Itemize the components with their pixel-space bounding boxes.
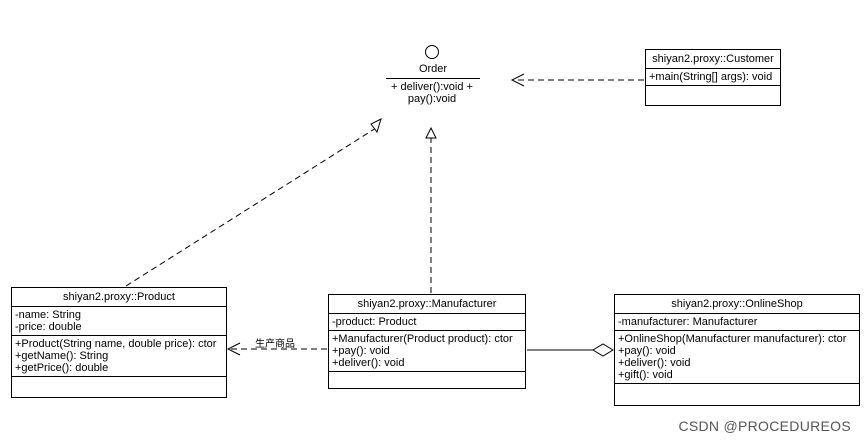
- interface-operations: + deliver():void + pay():void: [382, 79, 482, 105]
- class-name: shiyan2.proxy::Manufacturer: [329, 295, 525, 314]
- empty-section: [646, 86, 780, 102]
- attribute: -name: String: [15, 309, 82, 321]
- operation: +Manufacturer(Product product): ctor: [332, 333, 513, 345]
- empty-section: [329, 372, 525, 388]
- operations-section: +OnlineShop(Manufacturer manufacturer): …: [615, 331, 859, 384]
- operation: +getPrice(): double: [15, 362, 109, 374]
- class-manufacturer[interactable]: shiyan2.proxy::Manufacturer -product: Pr…: [328, 294, 526, 389]
- operation: +OnlineShop(Manufacturer manufacturer): …: [618, 333, 847, 345]
- empty-section: [12, 377, 226, 395]
- realization-product-order: [125, 127, 377, 287]
- operations-section: +Manufacturer(Product product): ctor +pa…: [329, 331, 525, 372]
- open-arrowhead-customer-order: [510, 73, 525, 87]
- empty-section: [615, 384, 859, 400]
- attribute: -product: Product: [332, 316, 417, 328]
- class-product[interactable]: shiyan2.proxy::Product -name: String -pr…: [11, 287, 227, 398]
- interface-operation: + pay():void: [407, 81, 473, 105]
- operation: +pay(): void: [618, 345, 676, 357]
- operation: +pay(): void: [332, 345, 390, 357]
- open-arrowhead-manufacturer-product: [226, 342, 241, 356]
- operation: +getName(): String: [15, 350, 109, 362]
- attribute: -price: double: [15, 321, 82, 333]
- operations-section: +Product(String name, double price): cto…: [12, 336, 226, 377]
- hollow-diamond-onlineshop: [592, 343, 614, 357]
- operation: +main(String[] args): void: [649, 71, 773, 83]
- attributes-section: -name: String -price: double: [12, 307, 226, 336]
- operation: +Product(String name, double price): cto…: [15, 338, 217, 350]
- class-name: shiyan2.proxy::OnlineShop: [615, 295, 859, 314]
- operations-section: +main(String[] args): void: [646, 69, 780, 86]
- operation: +gift(): void: [618, 369, 673, 381]
- class-name: shiyan2.proxy::Customer: [646, 50, 780, 69]
- interface-name: Order: [386, 63, 480, 79]
- interface-operation: + deliver():void: [391, 81, 464, 93]
- operation: +deliver(): void: [618, 357, 691, 369]
- attributes-section: -manufacturer: Manufacturer: [615, 314, 859, 331]
- hollow-triangle-product-order: [370, 118, 382, 134]
- class-customer[interactable]: shiyan2.proxy::Customer +main(String[] a…: [645, 49, 781, 106]
- class-name: shiyan2.proxy::Product: [12, 288, 226, 307]
- interface-circle-icon: [425, 45, 439, 59]
- interface-order[interactable]: Order + deliver():void + pay():void: [382, 45, 482, 105]
- operation: +deliver(): void: [332, 357, 405, 369]
- dependency-label: 生产商品: [255, 339, 295, 350]
- hollow-triangle-manufacturer-order: [425, 126, 437, 139]
- attributes-section: -product: Product: [329, 314, 525, 331]
- attribute: -manufacturer: Manufacturer: [618, 316, 758, 328]
- class-onlineshop[interactable]: shiyan2.proxy::OnlineShop -manufacturer:…: [614, 294, 860, 406]
- watermark: CSDN @PROCEDUREOS: [678, 418, 851, 434]
